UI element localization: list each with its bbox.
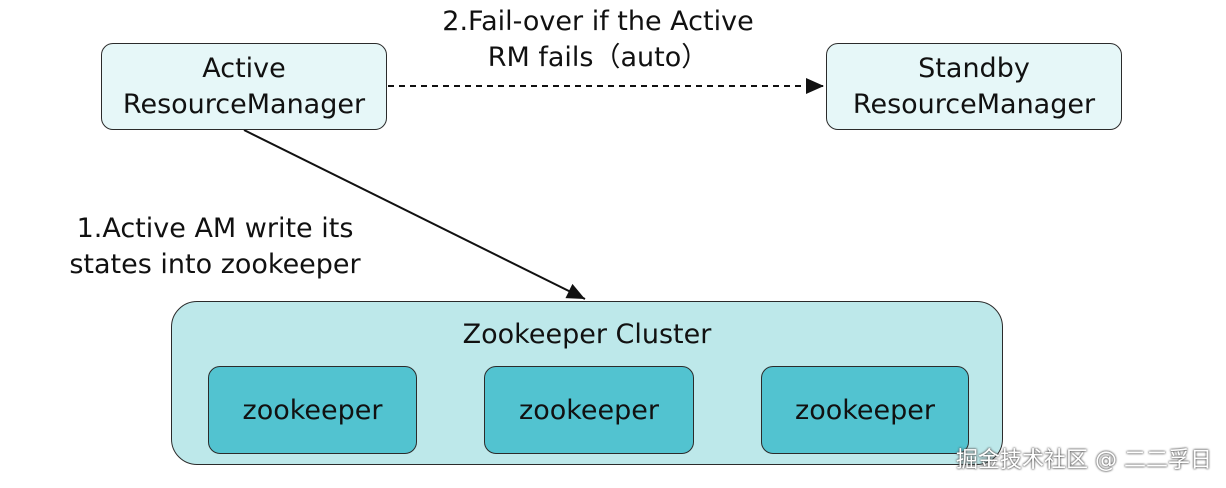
zookeeper-cluster-box: Zookeeper Cluster zookeeper zookeeper zo… xyxy=(171,301,1003,465)
zookeeper-node-3: zookeeper xyxy=(761,366,969,454)
failover-label: 2.Fail-over if the Active RM fails（auto） xyxy=(398,4,798,76)
active-rm-line1: Active xyxy=(202,52,286,84)
failover-label-line1: 2.Fail-over if the Active xyxy=(442,6,754,37)
zookeeper-node-1: zookeeper xyxy=(208,366,417,454)
cluster-title: Zookeeper Cluster xyxy=(462,319,712,350)
write-label-line1: 1.Active AM write its xyxy=(76,213,354,244)
watermark: 掘金技术社区 @ 二二孚日 xyxy=(956,448,1212,473)
write-state-arrow xyxy=(243,129,586,300)
active-resourcemanager-box: Active ResourceManager xyxy=(101,43,387,130)
standby-rm-line1: Standby xyxy=(918,52,1030,84)
failover-label-line2: RM fails（auto） xyxy=(487,42,709,73)
write-state-label: 1.Active AM write its states into zookee… xyxy=(30,211,400,283)
write-label-line2: states into zookeeper xyxy=(69,249,361,280)
zookeeper-node-2: zookeeper xyxy=(484,366,694,454)
standby-resourcemanager-box: Standby ResourceManager xyxy=(826,43,1122,130)
standby-rm-line2: ResourceManager xyxy=(852,88,1096,120)
active-rm-line2: ResourceManager xyxy=(122,88,366,120)
